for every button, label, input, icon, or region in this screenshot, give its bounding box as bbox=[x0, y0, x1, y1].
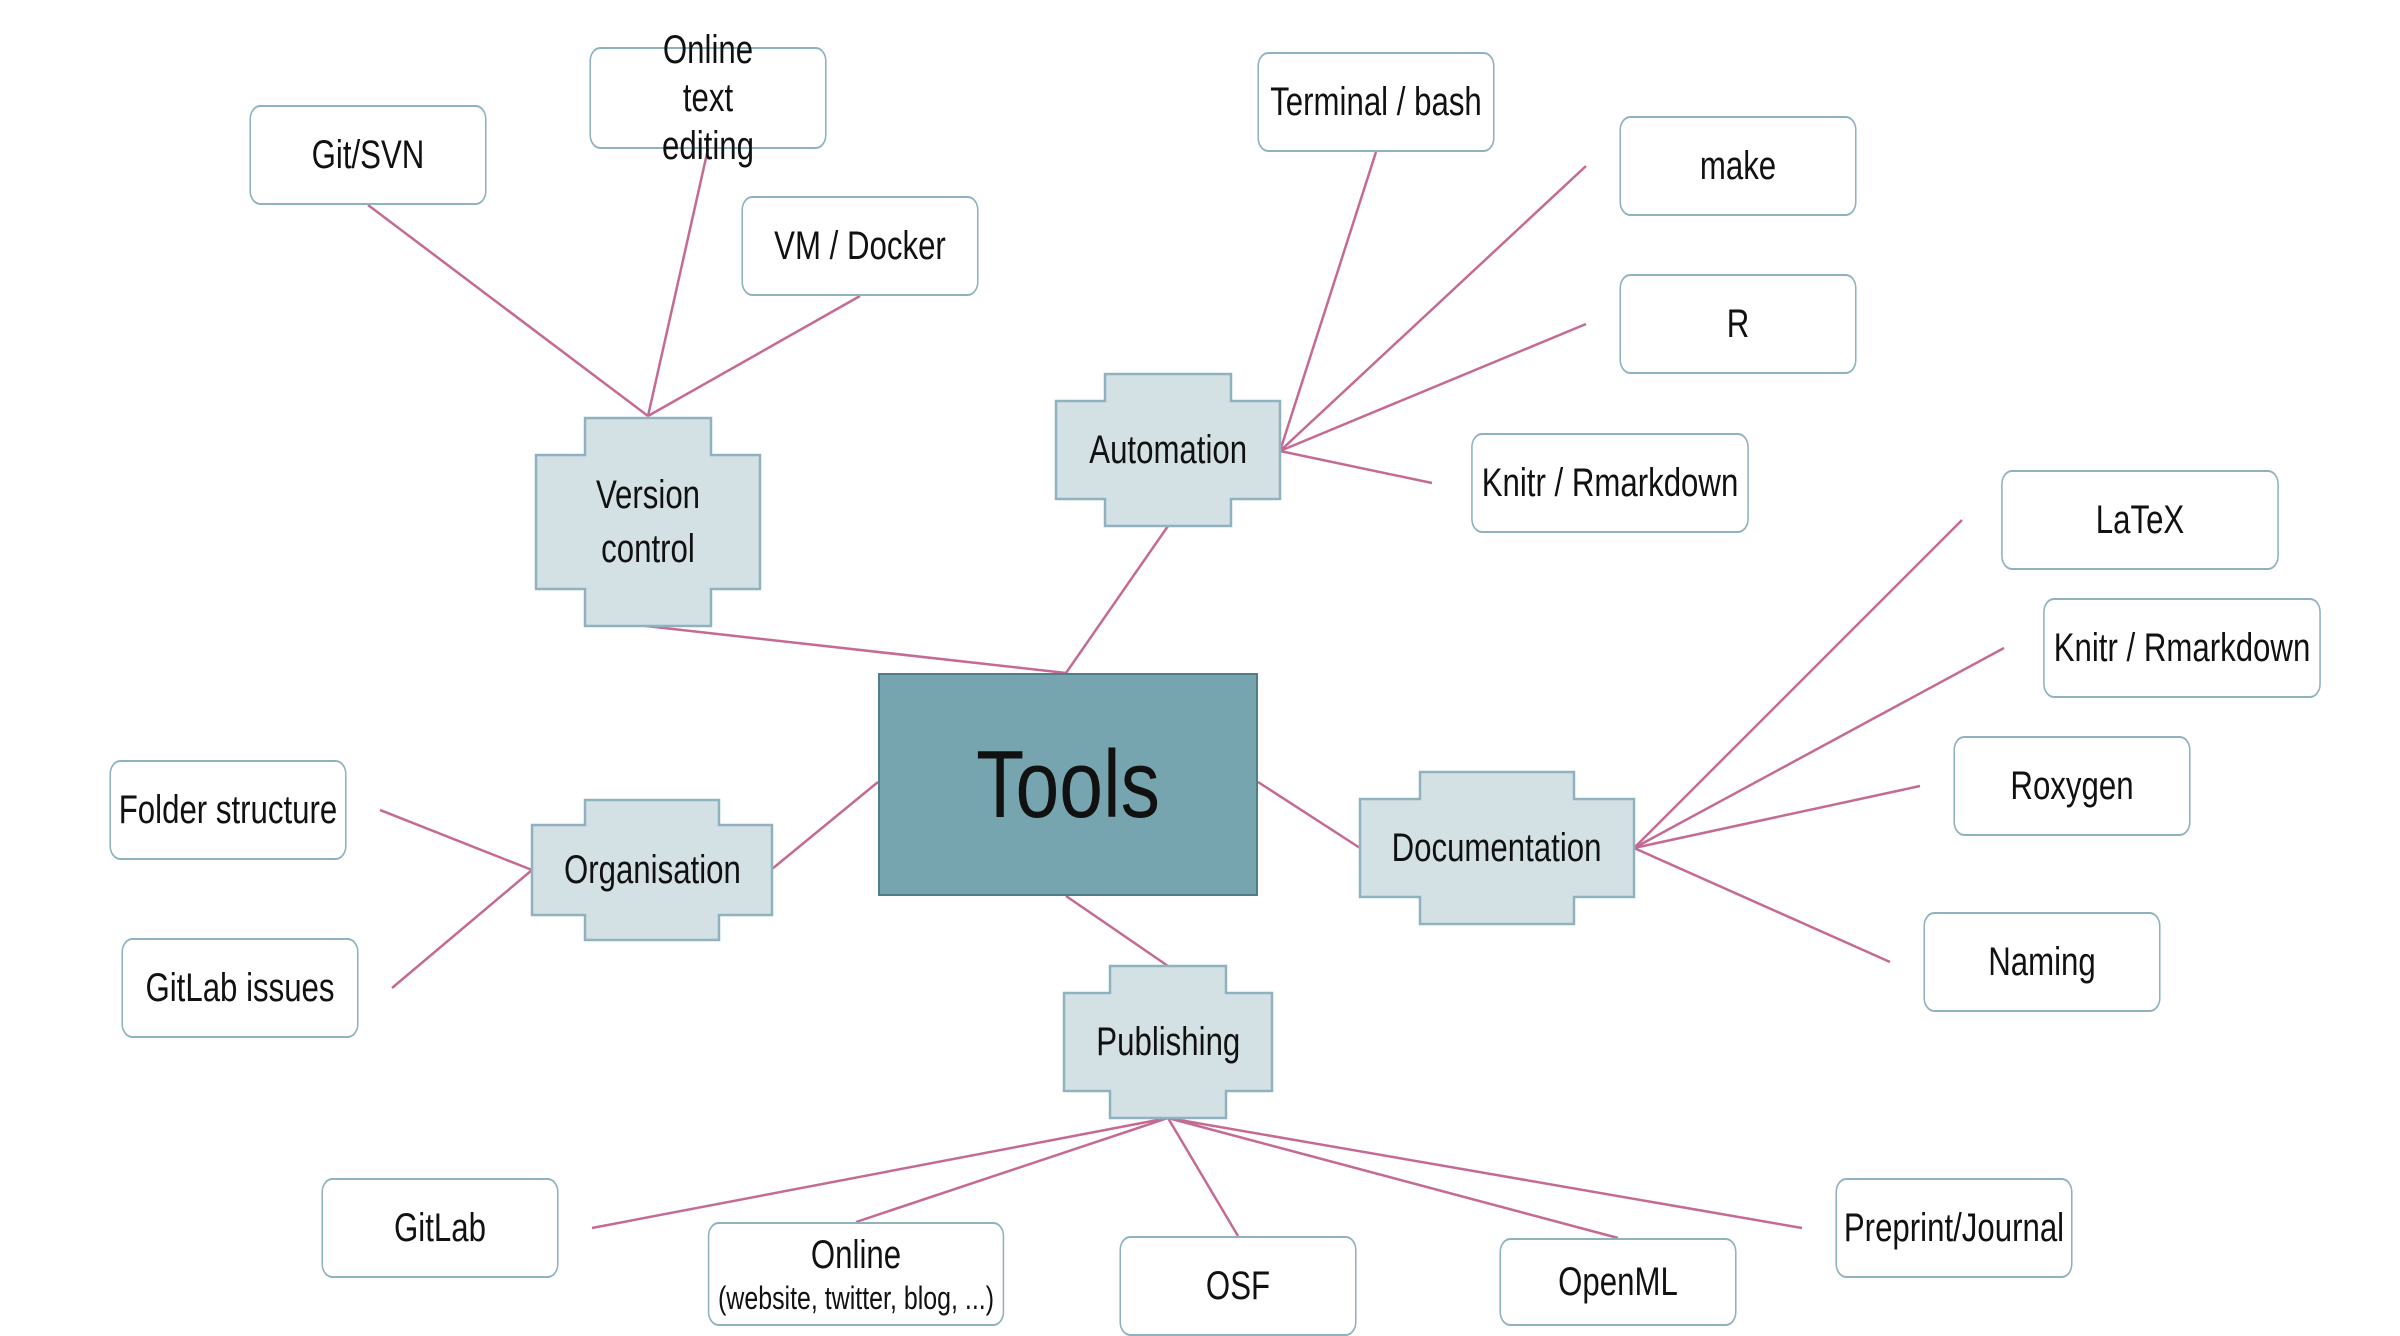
leaf-label: Knitr / Rmarkdown bbox=[1481, 461, 1739, 505]
leaf-online: Online (website, twitter, blog, ...) bbox=[707, 1222, 1005, 1326]
leaf-roxygen: Roxygen bbox=[1953, 736, 2191, 836]
connector-line bbox=[1633, 646, 2005, 850]
leaf-preprint-journal: Preprint/Journal bbox=[1835, 1178, 2073, 1278]
category-label: Automation bbox=[1089, 428, 1247, 472]
leaf-label: OSF bbox=[1205, 1264, 1271, 1308]
leaf-label: Preprint/Journal bbox=[1843, 1206, 2065, 1250]
leaf-label: Roxygen bbox=[2010, 764, 2134, 808]
leaf-content: Online (website, twitter, blog, ...) bbox=[718, 1231, 994, 1317]
center-node-tools: Tools bbox=[878, 673, 1258, 896]
leaf-label: Online bbox=[810, 1232, 902, 1277]
connector-line bbox=[1166, 1117, 1240, 1237]
connector-line bbox=[1167, 1116, 1803, 1230]
connector-line bbox=[591, 1116, 1169, 1230]
leaf-git-svn: Git/SVN bbox=[249, 105, 487, 205]
center-label: Tools bbox=[976, 730, 1160, 838]
leaf-knitr-rmarkdown-automation: Knitr / Rmarkdown bbox=[1471, 433, 1749, 533]
leaf-label: Terminal / bash bbox=[1270, 80, 1482, 124]
category-shape bbox=[1358, 770, 1636, 926]
connector-line bbox=[1064, 525, 1170, 674]
leaf-label: make bbox=[1699, 144, 1777, 188]
category-shape bbox=[534, 416, 762, 628]
connector-line bbox=[645, 624, 1067, 675]
category-automation: Automation bbox=[1054, 372, 1282, 528]
category-documentation: Documentation bbox=[1358, 770, 1636, 926]
connector-line bbox=[391, 869, 533, 989]
connector-line bbox=[379, 808, 533, 872]
leaf-gitlab: GitLab bbox=[321, 1178, 559, 1278]
leaf-label: R bbox=[1726, 302, 1750, 346]
leaf-label: Online text editing bbox=[662, 28, 754, 168]
leaf-label: VM / Docker bbox=[774, 224, 946, 268]
category-label: Version control bbox=[595, 473, 701, 571]
connector-line bbox=[1065, 894, 1169, 968]
category-shape bbox=[530, 798, 774, 942]
connector-line bbox=[1633, 846, 1891, 964]
leaf-label: GitLab bbox=[394, 1206, 486, 1250]
connector-line bbox=[1279, 449, 1433, 485]
category-label: Organisation bbox=[563, 848, 741, 892]
leaf-knitr-rmarkdown-documentation: Knitr / Rmarkdown bbox=[2043, 598, 2321, 698]
leaf-folder-structure: Folder structure bbox=[109, 760, 347, 860]
leaf-label: Knitr / Rmarkdown bbox=[2053, 626, 2311, 670]
leaf-r: R bbox=[1619, 274, 1857, 374]
leaf-label: OpenML bbox=[1558, 1260, 1678, 1304]
connector-line bbox=[647, 294, 861, 418]
connector-line bbox=[1633, 519, 1963, 849]
leaf-make: make bbox=[1619, 116, 1857, 216]
leaf-terminal-bash: Terminal / bash bbox=[1257, 52, 1495, 152]
leaf-gitlab-issues: GitLab issues bbox=[121, 938, 359, 1038]
connector-line bbox=[1167, 1116, 1619, 1240]
connector-line bbox=[1278, 151, 1378, 452]
connector-line bbox=[1257, 780, 1361, 850]
connector-line bbox=[1279, 165, 1587, 452]
connector-line bbox=[855, 1116, 1169, 1224]
leaf-latex: LaTeX bbox=[2001, 470, 2279, 570]
category-version-control: Version control bbox=[534, 416, 762, 628]
connector-line bbox=[1279, 322, 1587, 453]
category-label: Publishing bbox=[1096, 1020, 1240, 1064]
leaf-naming: Naming bbox=[1923, 912, 2161, 1012]
category-shape bbox=[1054, 372, 1282, 528]
leaf-sublabel: (website, twitter, blog, ...) bbox=[717, 1279, 995, 1316]
leaf-online-text-editing: Online text editing bbox=[589, 28, 827, 168]
leaf-osf: OSF bbox=[1119, 1236, 1357, 1336]
category-organisation: Organisation bbox=[530, 798, 774, 942]
connector-line bbox=[771, 781, 879, 870]
leaf-label: GitLab issues bbox=[145, 966, 335, 1010]
category-publishing: Publishing bbox=[1062, 964, 1274, 1120]
connector-line bbox=[367, 204, 649, 417]
leaf-openml: OpenML bbox=[1499, 1238, 1737, 1326]
leaf-label: LaTeX bbox=[2095, 498, 2185, 542]
category-label: Documentation bbox=[1392, 826, 1602, 870]
leaf-label: Naming bbox=[1988, 940, 2096, 984]
leaf-vm-docker: VM / Docker bbox=[741, 196, 979, 296]
connector-line bbox=[1633, 784, 1921, 850]
category-shape bbox=[1062, 964, 1274, 1120]
connector-line bbox=[646, 148, 710, 417]
leaf-label: Folder structure bbox=[118, 788, 338, 832]
leaf-label: Git/SVN bbox=[311, 133, 425, 177]
